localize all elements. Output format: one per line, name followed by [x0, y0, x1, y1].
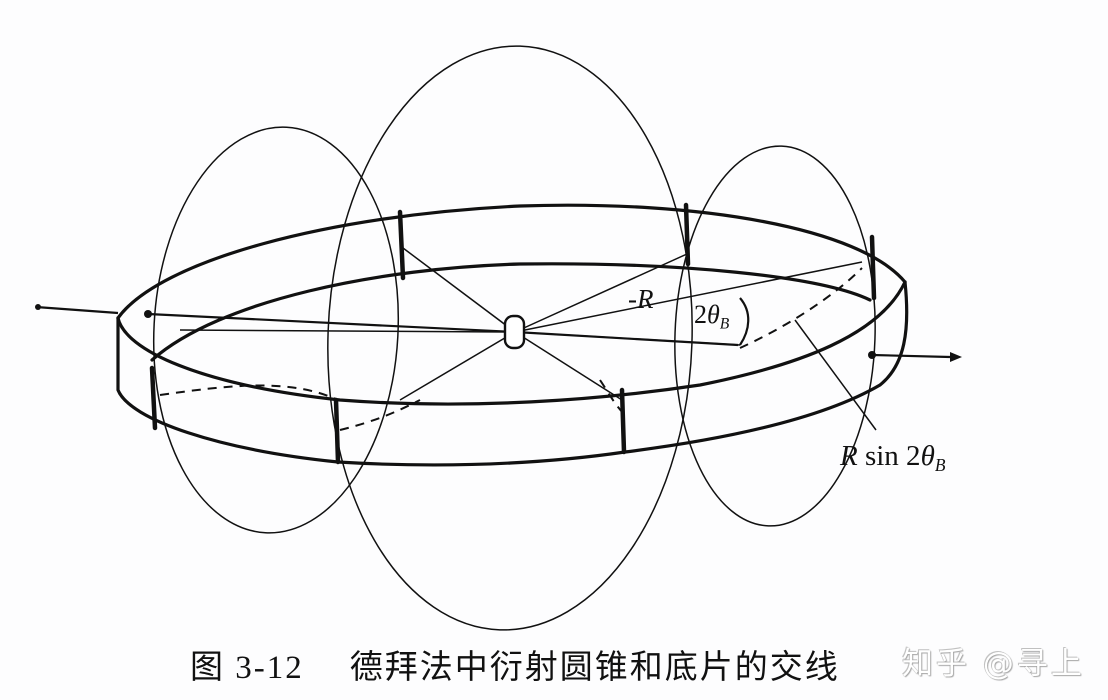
watermark: 知乎 @寻上 [902, 646, 1085, 682]
angle-label: 2θB [694, 300, 730, 333]
film-hidden-edge [159, 384, 339, 401]
arc-radius-leader [794, 319, 877, 431]
transmitted-beam-arrow [868, 351, 962, 362]
film-hidden-edge-2 [339, 399, 421, 431]
film-bottom-rim-front [116, 280, 909, 467]
film-top-rim-front [116, 280, 907, 406]
figure-title: 德拜法中衍射圆锥和底片的交线 [349, 647, 840, 686]
film-top-rim-back [116, 203, 907, 320]
cone-ellipse-left [152, 126, 400, 534]
radius-label: -R [628, 284, 654, 314]
specimen [503, 314, 526, 350]
beam-axis [147, 312, 516, 334]
film-inner-rim-back [150, 262, 872, 362]
figure-caption: 图 3-12 德拜法中衍射圆锥和底片的交线 [190, 640, 840, 688]
film-hidden-edge-4 [739, 267, 863, 349]
beam-axis-right [514, 330, 739, 347]
cone-ellipse-center [327, 45, 693, 631]
incident-beam-arrow [35, 304, 152, 318]
figure-number: 图 3-12 [190, 650, 304, 686]
arc-radius-label: R sin 2θB [840, 440, 946, 476]
angle-arc [739, 297, 750, 346]
cone-ellipse-right [674, 145, 876, 527]
diffraction-line-marks [149, 202, 877, 465]
cone-generator-lines [179, 247, 863, 401]
